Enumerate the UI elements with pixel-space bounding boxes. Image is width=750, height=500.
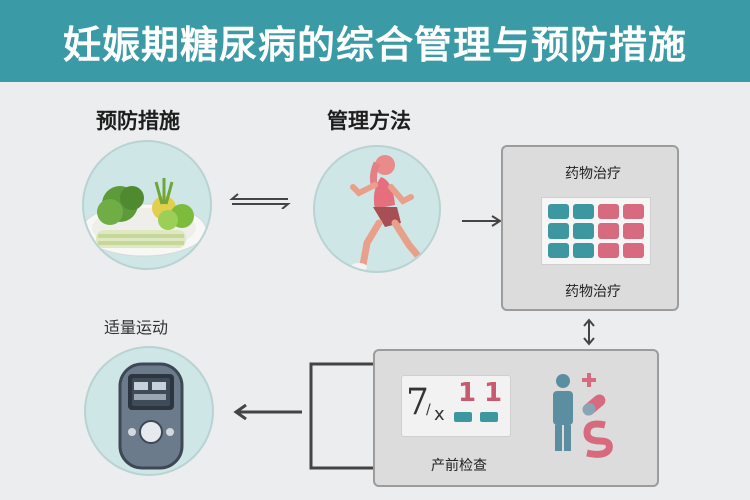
result-number-left: 7 [406,382,429,423]
vertical-double-arrow [583,318,595,346]
pill [573,223,594,239]
pill [548,223,569,239]
prenatal-caption: 产前检查 [431,458,487,474]
pill [623,242,644,258]
pill [548,242,569,258]
title-banner: 妊娠期糖尿病的综合管理与预防措施 [0,0,750,82]
medication-panel: 药物治疗 药物治疗 [501,145,679,311]
medication-title: 药物治疗 [565,166,621,182]
pill [623,204,644,220]
pill [573,204,594,220]
medication-caption: 药物治疗 [565,284,621,300]
vegetables-icon [84,178,207,257]
vegetables-circle [82,140,212,270]
pill [573,242,594,258]
result-multiply: x [434,404,445,425]
result-number-a: 1 [458,378,477,408]
pill [623,223,644,239]
exercise-label: 适量运动 [104,318,169,337]
management-label: 管理方法 [327,109,411,133]
glucose-meter-icon [118,362,184,470]
double-arrow-1 [229,193,291,209]
pill [548,204,569,220]
arrow-to-glucose-meter [233,404,302,420]
runner-icon [350,155,431,271]
page-title: 妊娠期糖尿病的综合管理与预防措施 [62,22,687,67]
pill-grid-icon [541,197,651,265]
pill [598,242,619,258]
pill [598,223,619,239]
result-bar-b [480,412,498,422]
pill [598,204,619,220]
runner-circle [313,145,441,273]
prenatal-panel: 7 / x 1 1 产前检查 [373,349,659,487]
result-bar-a [454,412,472,422]
test-results-card: 7 / x 1 1 [401,375,511,437]
result-number-b: 1 [484,378,503,408]
prevention-label: 预防措施 [96,109,180,133]
bracket-connector [309,362,373,470]
arrow-to-medication [462,215,502,227]
glucose-meter-circle [84,346,214,476]
result-sub: / [426,402,431,418]
doctor-icon [553,373,613,458]
